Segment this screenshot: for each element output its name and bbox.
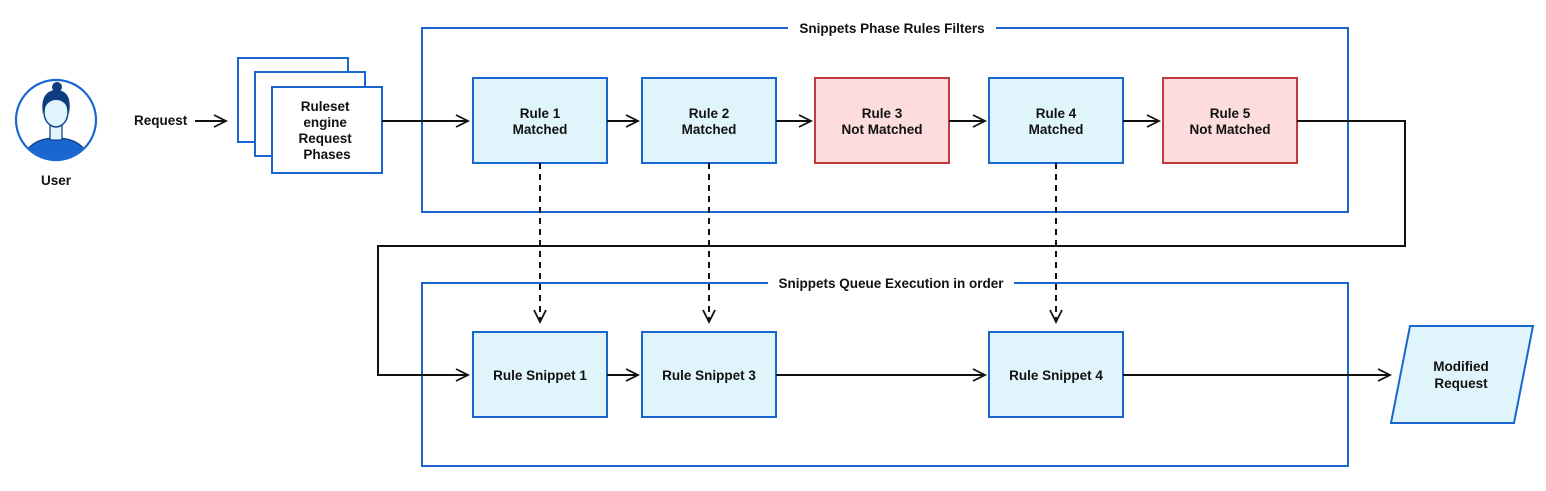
ruleset-engine-stack: Ruleset engine Request Phases: [237, 57, 383, 174]
filters-group-frame: [421, 27, 1349, 213]
request-label: Request: [134, 113, 188, 128]
snippet-1-box: Rule Snippet 1: [472, 331, 608, 418]
filters-group-title: Snippets Phase Rules Filters: [799, 21, 984, 36]
queue-group-frame: [421, 282, 1349, 467]
loop-connector: [377, 120, 1406, 382]
snippet-4-box: Rule Snippet 4: [988, 331, 1124, 418]
snippet-3-box: Rule Snippet 3: [641, 331, 777, 418]
ruleset-engine-label: Ruleset engine Request Phases: [298, 99, 355, 162]
svg-text:Rule Snippet 4: Rule Snippet 4: [1009, 368, 1103, 383]
svg-text:Rule Snippet 3: Rule Snippet 3: [662, 368, 756, 383]
user-label: User: [41, 173, 72, 188]
user-avatar-icon: [14, 78, 98, 162]
queue-group-title: Snippets Queue Execution in order: [778, 276, 1004, 291]
svg-text:Rule Snippet 1: Rule Snippet 1: [493, 368, 587, 383]
